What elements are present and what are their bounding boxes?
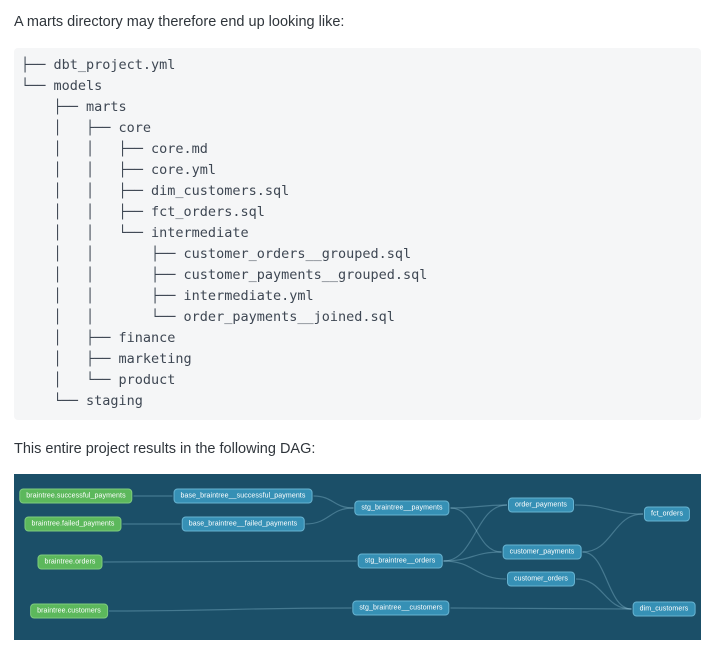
dag-node-stg-braintree-payments[interactable]: stg_braintree__payments	[354, 500, 450, 516]
dag-edge-stg-braintree-payments--customer-payments	[450, 507, 502, 553]
dag-edge-stg-braintree-orders--customer-payments	[443, 551, 502, 562]
dag-node-dim-customers[interactable]: dim_customers	[632, 601, 696, 617]
dag-node-customer-payments[interactable]: customer_payments	[502, 544, 582, 560]
dag-node-base-braintree-successful-payments[interactable]: base_braintree__successful_payments	[173, 488, 313, 504]
dag-edges-layer	[103, 495, 644, 612]
dag-edge-stg-braintree-payments--order-payments	[450, 504, 508, 509]
dag-edge-customer-payments--fct-orders	[582, 513, 644, 553]
dag-node-braintree-orders[interactable]: braintree.orders	[37, 554, 103, 570]
dag-node-braintree-successful-payments[interactable]: braintree.successful_payments	[19, 488, 133, 504]
dag-node-braintree-customers[interactable]: braintree.customers	[30, 603, 108, 619]
dag-node-customer-orders[interactable]: customer_orders	[506, 571, 576, 587]
dag-node-fct-orders[interactable]: fct_orders	[643, 506, 691, 522]
dag-edge-stg-braintree-customers--dim-customers	[450, 607, 632, 610]
dag-image: braintree.successful_payments braintree.f…	[14, 474, 701, 641]
dag-intro-paragraph: This entire project results in the follo…	[14, 440, 316, 457]
directory-tree-code-block: ├── dbt_project.yml └── models ├── marts…	[14, 47, 701, 420]
dag-node-braintree-failed-payments[interactable]: braintree.failed_payments	[24, 516, 122, 532]
dag-edge-braintree-orders--stg-braintree-orders	[103, 560, 357, 563]
dag-node-stg-braintree-customers[interactable]: stg_braintree__customers	[352, 600, 450, 616]
dag-edge-braintree-customers--stg-braintree-customers	[108, 607, 352, 612]
dag-node-order-payments[interactable]: order_payments	[508, 497, 574, 513]
dag-edge-stg-braintree-orders--customer-orders	[443, 560, 507, 580]
dag-edge-order-payments--fct-orders	[574, 504, 644, 515]
dag-edge-base-braintree-successful-payments--stg-braintree-payments	[313, 495, 354, 509]
dag-edge-customer-orders--dim-customers	[575, 578, 632, 610]
dag-edge-base-braintree-failed-payments--stg-braintree-payments	[305, 507, 354, 525]
dag-edge-customer-payments--dim-customers	[582, 551, 632, 610]
article-content: A marts directory may therefore end up l…	[0, 13, 715, 641]
dag-edge-stg-braintree-orders--order-payments	[443, 504, 508, 562]
intro-paragraph: A marts directory may therefore end up l…	[14, 14, 345, 30]
dag-node-stg-braintree-orders[interactable]: stg_braintree__orders	[357, 553, 443, 569]
dag-node-base-braintree-failed-payments[interactable]: base_braintree__failed_payments	[181, 516, 305, 532]
